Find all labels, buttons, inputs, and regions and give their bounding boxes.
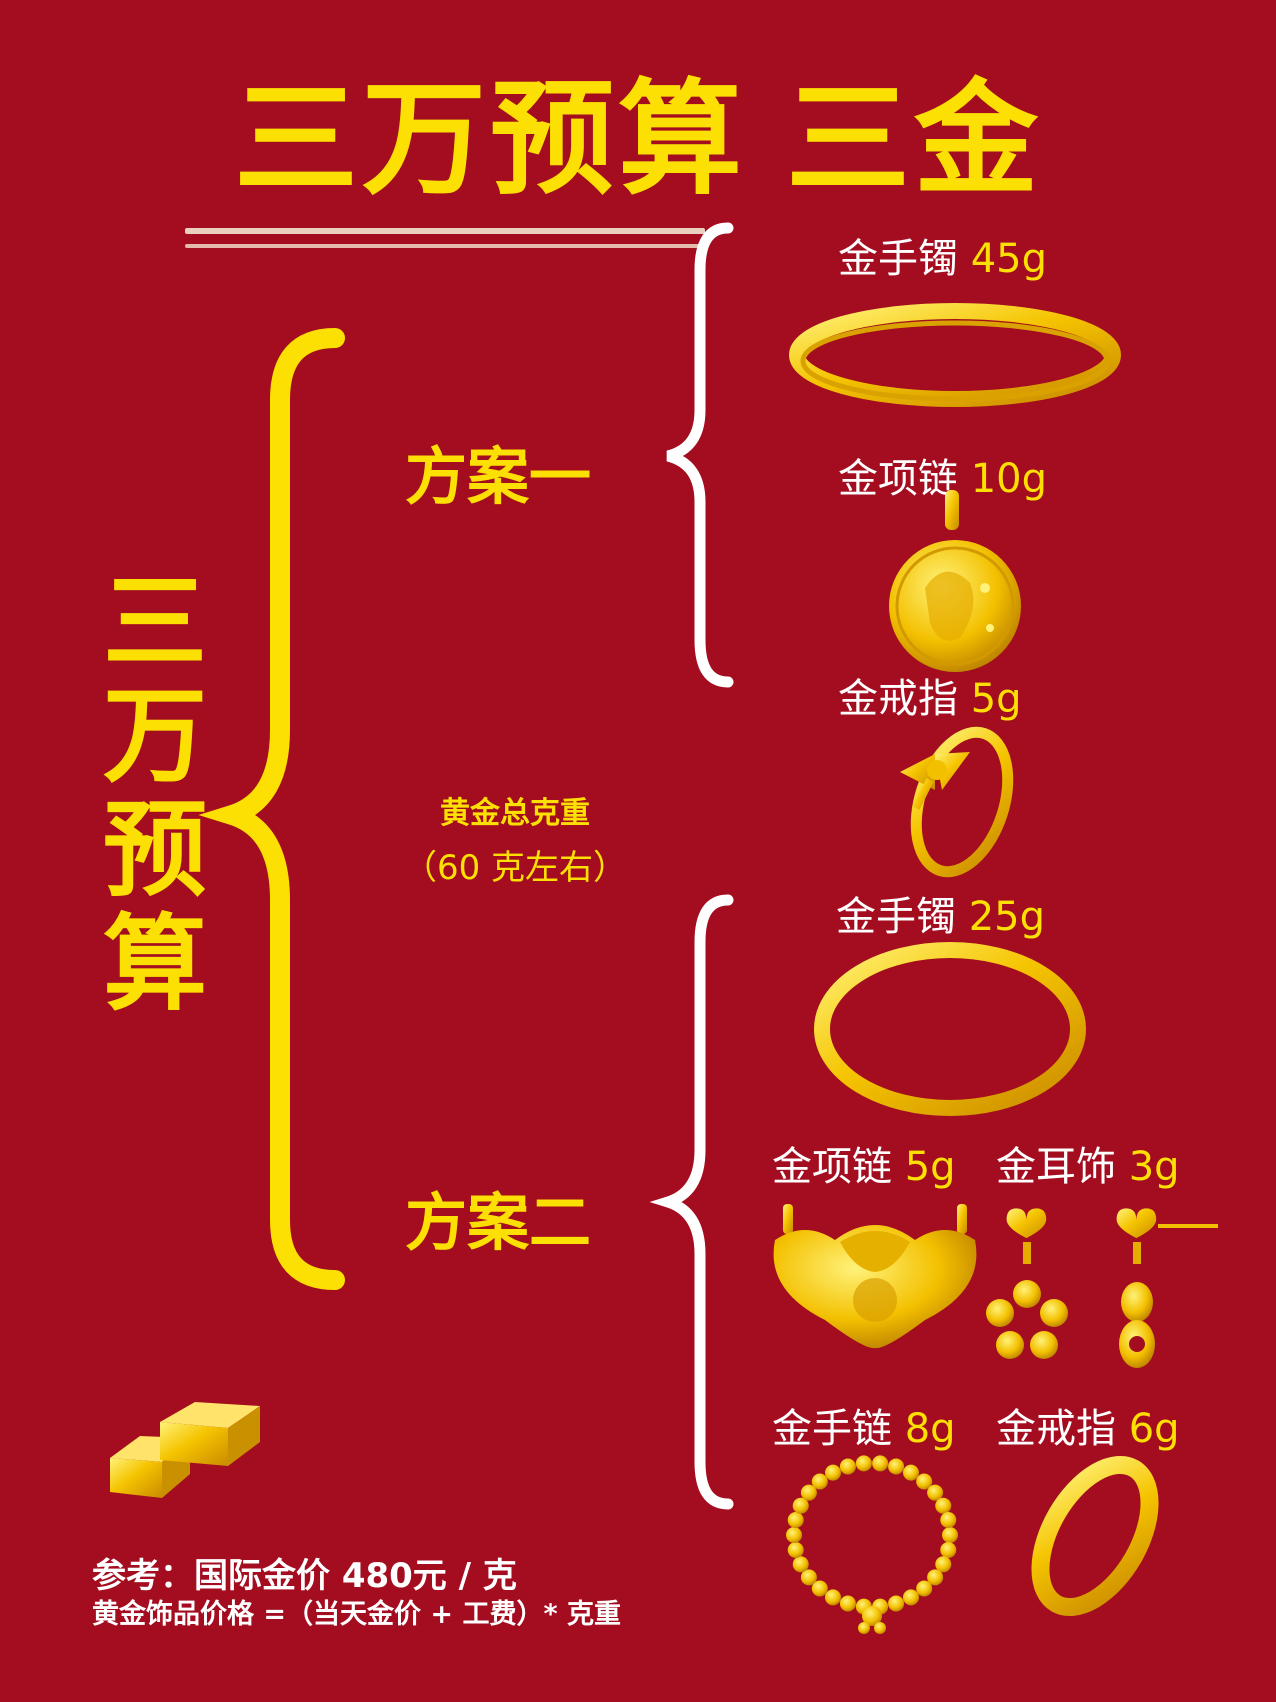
item-name: 金戒指 [838, 676, 958, 722]
title-underline-2 [185, 244, 705, 248]
item-weight: 45g [970, 236, 1048, 282]
side-title-char: 算 [102, 903, 207, 1025]
item-name: 金手链 [772, 1406, 892, 1452]
total-weight-label: 黄金总克重 [440, 796, 590, 831]
bead-bracelet-icon [786, 1455, 958, 1634]
side-title-char: 三 [102, 561, 207, 683]
item-name: 金项链 [838, 456, 958, 502]
total-weight-value: （60 克左右） [402, 848, 628, 888]
plan-one-brace [666, 222, 734, 688]
item-label: 金手镯 25g [836, 884, 1045, 942]
item-name: 金手镯 [836, 894, 956, 940]
gold-bars-icon [110, 1402, 260, 1498]
coin-pendant-icon [889, 490, 1021, 672]
price-formula-note: 黄金饰品价格 =（当天金价 + 工费）* 克重 [92, 1599, 621, 1630]
side-title-char: 万 [102, 675, 207, 797]
item-weight: 10g [970, 456, 1048, 502]
item-weight: 5g [904, 1144, 956, 1190]
reference-price-note: 参考：国际金价 480元 / 克 [92, 1556, 517, 1596]
item-label: 金耳饰 3g [996, 1134, 1180, 1192]
item-name: 金耳饰 [996, 1144, 1116, 1190]
item-label: 金戒指 6g [996, 1396, 1180, 1454]
page-title: 三万预算三金 [0, 78, 1276, 202]
plan-one-label: 方案一 [405, 440, 592, 513]
item-label: 金项链 10g [838, 446, 1047, 504]
item-label: 金手链 8g [772, 1396, 956, 1454]
plan-two-label: 方案二 [405, 1186, 592, 1259]
round-bangle-icon [814, 942, 1086, 1116]
lock-pendant-icon [773, 1204, 977, 1349]
bow-ring-icon [900, 726, 1014, 878]
item-name: 金戒指 [996, 1406, 1116, 1452]
item-label: 金项链 5g [772, 1134, 956, 1192]
plain-ring-icon [1031, 1455, 1159, 1617]
main-brace [198, 328, 345, 1290]
side-title-char: 预 [102, 789, 207, 911]
title-underline [185, 228, 705, 234]
item-weight: 25g [968, 894, 1046, 940]
item-label: 金手镯 45g [838, 226, 1047, 284]
item-label: 金戒指 5g [838, 666, 1022, 724]
item-weight: 8g [904, 1406, 956, 1452]
item-weight: 5g [970, 676, 1022, 722]
bangle-icon [789, 303, 1121, 407]
title-part1: 三万预算 [233, 68, 746, 212]
item-name: 金手镯 [838, 236, 958, 282]
plan-two-brace [649, 894, 734, 1510]
item-weight: 6g [1128, 1406, 1180, 1452]
title-part2: 三金 [786, 68, 1043, 212]
heart-earring-icon [986, 1208, 1218, 1368]
side-title: 三 万 预 算 [90, 565, 220, 1021]
item-name: 金项链 [772, 1144, 892, 1190]
item-weight: 3g [1128, 1144, 1180, 1190]
